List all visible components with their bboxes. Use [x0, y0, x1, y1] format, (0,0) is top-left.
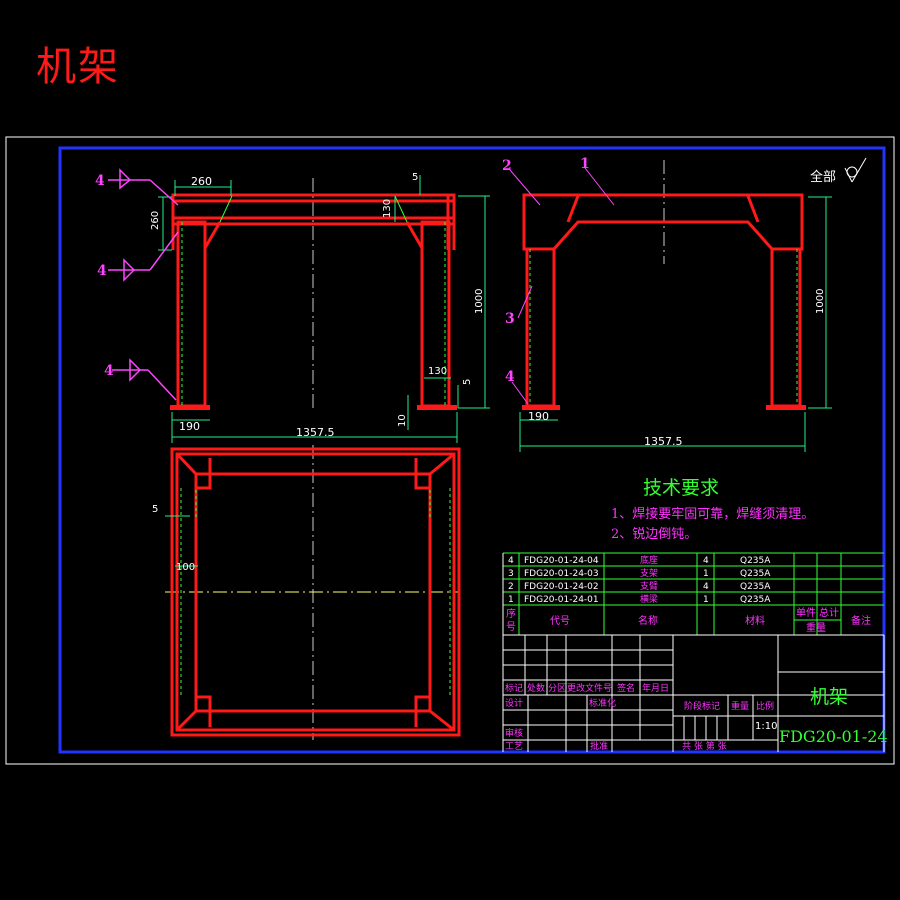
bom-no-4: 4: [508, 556, 514, 566]
bom-mat-4: Q235A: [740, 556, 771, 566]
dim-5-top: 5: [412, 172, 418, 183]
plan-view: 5 100: [152, 445, 461, 740]
tb-scale-value: 1:10: [755, 721, 777, 732]
dim-1357-front: 1357.5: [296, 426, 335, 439]
weld-callout-3: 4: [104, 363, 114, 379]
tb-label-approve: 批准: [590, 740, 608, 752]
bom-mat-1: Q235A: [740, 595, 771, 605]
tech-req-heading: 技术要求: [643, 477, 719, 499]
page-title: 机架: [36, 44, 120, 90]
bom-header-no-b: 号: [506, 621, 516, 633]
bom-code-1: FDG20-01-24-01: [524, 595, 599, 605]
surface-finish-icon: [844, 157, 867, 183]
surface-finish-note: 全部: [810, 169, 836, 185]
dim-10: 10: [397, 414, 408, 427]
tb-label-design: 设计: [505, 697, 523, 709]
bom-no-3: 3: [508, 569, 514, 579]
dim-1000-front: 1000: [474, 289, 485, 314]
tb-label-review: 审核: [505, 727, 523, 739]
bom-code-2: FDG20-01-24-02: [524, 582, 599, 592]
dim-190-front: 190: [179, 420, 200, 433]
bom-qty-4: 4: [703, 556, 709, 566]
tech-req-item-1: 1、焊接要牢固可靠，焊缝须清理。: [611, 506, 814, 522]
tech-req-item-2: 2、锐边倒钝。: [611, 527, 697, 542]
bom-name-2: 支臂: [640, 580, 658, 592]
dim-130-top: 130: [382, 199, 393, 218]
part-callout-2: 2: [502, 158, 512, 174]
dim-5-right: 5: [462, 379, 473, 385]
weld-callout-1: 4: [95, 173, 105, 189]
bom-qty-2: 4: [703, 582, 709, 592]
tb-label-zone: 分区: [548, 683, 566, 694]
bom-header-remark: 备注: [851, 614, 871, 627]
dim-1357-side: 1357.5: [644, 435, 683, 448]
front-view: 260 260 5 130 1000 130 5 10 190 1357.5 4…: [95, 168, 490, 443]
dim-100-plan: 100: [176, 562, 195, 573]
bom-code-4: FDG20-01-24-04: [524, 556, 599, 566]
bom-code-3: FDG20-01-24-03: [524, 569, 599, 579]
tb-label-standard: 标准化: [589, 697, 616, 709]
bom-name-4: 底座: [640, 554, 658, 566]
bom-no-1: 1: [508, 595, 514, 605]
tb-label-stage: 阶段标记: [684, 700, 720, 712]
tb-label-mark: 标记: [505, 682, 523, 694]
bom-header-material: 材料: [745, 614, 765, 627]
part-callout-4: 4: [505, 369, 515, 385]
weld-callout-2: 4: [97, 263, 107, 279]
bom-no-2: 2: [508, 582, 514, 592]
tb-label-sign: 签名: [617, 682, 635, 694]
tb-label-count: 处数: [527, 682, 545, 694]
bom-name-3: 支架: [640, 567, 658, 579]
dim-260-side: 260: [150, 211, 161, 230]
bom-header-weight: 重量: [806, 621, 826, 634]
title-block: 标记 处数 分区 更改文件号 签名 年月日 设计 标准化 阶段标记 重量 比例 …: [503, 635, 888, 752]
tb-label-sheets: 共 张 第 张: [682, 740, 727, 752]
bom-mat-3: Q235A: [740, 569, 771, 579]
bom-name-1: 横梁: [640, 593, 658, 605]
bom-qty-3: 1: [703, 569, 709, 579]
sheet-inner-border: [58, 146, 886, 754]
bom-qty-1: 1: [703, 595, 709, 605]
part-callout-3: 3: [505, 311, 515, 327]
dim-5-plan: 5: [152, 504, 158, 515]
side-view: 1000 190 1357.5 2 1 3 4 全部: [502, 156, 867, 452]
tb-drawing-name: 机架: [810, 686, 848, 708]
bom-mat-2: Q235A: [740, 582, 771, 592]
tb-label-scale: 比例: [756, 700, 774, 712]
dim-1000-side: 1000: [815, 289, 826, 314]
sheet-outer-frame: [5, 136, 895, 765]
bom-header-name: 名称: [638, 614, 658, 627]
tb-label-process: 工艺: [505, 741, 523, 752]
tb-label-change-doc: 更改文件号: [567, 682, 612, 694]
bom-header-no-a: 序: [506, 607, 516, 620]
bom-header-total-wt: 总计: [819, 606, 839, 619]
bom-table: 4 FDG20-01-24-04 底座 4 Q235A 3 FDG20-01-2…: [502, 552, 884, 752]
tb-label-date: 年月日: [642, 682, 669, 694]
part-callout-1: 1: [580, 156, 590, 172]
dim-190-side: 190: [528, 410, 549, 423]
dim-130-bottom: 130: [428, 366, 447, 377]
tb-label-weight: 重量: [731, 700, 749, 712]
bom-header-unit-wt: 单件: [796, 607, 816, 619]
dim-260-top: 260: [191, 175, 212, 188]
tb-drawing-code: FDG20-01-24: [779, 727, 888, 746]
bom-header-code: 代号: [550, 615, 570, 627]
